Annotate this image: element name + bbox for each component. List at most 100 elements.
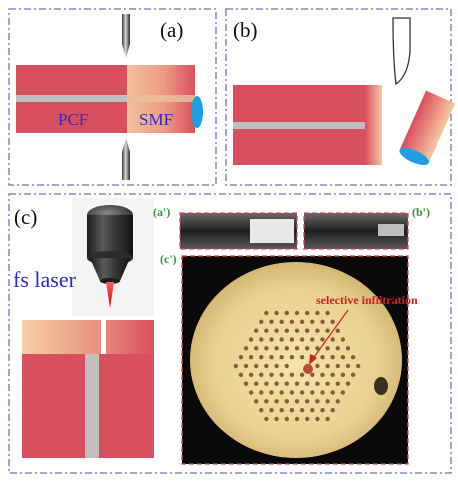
air-hole [289,372,295,377]
air-hole [335,346,340,351]
panel-b: (b) [225,8,456,186]
air-hole [284,310,289,316]
air-hole [289,337,295,342]
air-hole [248,337,254,342]
air-hole [294,328,300,333]
panel-a: PCF SMF (a) [8,8,217,186]
air-hole [248,355,254,360]
air-hole [325,416,330,422]
air-hole [284,416,289,422]
air-hole [330,337,335,342]
air-hole [320,408,325,413]
air-hole [274,328,279,333]
air-hole [335,381,340,386]
air-hole [315,346,320,351]
cleaved-smf-stub [365,85,382,165]
air-hole [299,337,305,342]
air-hole [264,381,269,386]
air-hole [259,337,264,342]
air-hole [340,337,346,342]
air-hole [289,355,295,360]
air-hole [243,381,249,386]
panel-c-border [8,193,452,474]
air-hole [325,346,330,351]
air-hole [289,408,295,413]
air-hole [248,372,254,377]
air-hole-lattice [233,310,361,422]
air-hole [335,399,340,404]
panel-a-border [8,8,217,186]
air-hole [335,328,340,333]
panel-b-label: (b) [233,18,258,42]
air-hole [274,399,279,404]
air-hole [284,363,289,369]
panel-c-prime-label: (c') [160,252,177,266]
panel-b-prime-label: (b') [412,205,430,219]
air-hole [345,363,351,369]
cleaver-blade-icon [392,17,411,86]
air-hole [315,381,320,386]
cleaved-pcf-core [233,122,365,129]
air-hole [310,319,315,324]
air-hole [315,363,320,369]
annotation-arrowhead [309,354,317,365]
air-hole [279,408,284,413]
infiltrated-hole [303,364,313,374]
air-hole [269,408,274,413]
panel-c: (c) fs laser (a') (b') (c') [8,193,452,474]
annotation-arrow [311,309,349,361]
air-hole [264,416,269,422]
air-hole [335,363,340,369]
panel-a-label: (a) [160,18,183,42]
air-hole [284,399,289,404]
air-hole [289,319,295,324]
air-hole [315,310,320,316]
air-hole [330,319,335,324]
air-hole [248,390,254,395]
air-hole [325,310,330,316]
air-hole [284,381,289,386]
panel-b-border [225,8,452,186]
air-hole [340,372,346,377]
air-hole [320,372,325,377]
air-hole [264,328,269,333]
air-hole [299,355,305,360]
air-hole [325,399,330,404]
pcf-core [16,95,127,102]
air-hole [330,390,335,395]
air-hole [345,381,351,386]
air-hole [269,355,274,360]
air-hole [305,399,310,404]
pcf-label: PCF [58,110,88,129]
air-hole [279,355,284,360]
air-hole [345,346,351,351]
air-hole [238,355,244,360]
air-hole [254,381,259,386]
smf-core [127,95,195,102]
air-hole [264,346,269,351]
air-hole [254,346,259,351]
air-hole [264,399,269,404]
air-hole [259,319,264,324]
air-hole [294,310,300,316]
cladding-edge-shadow [374,377,388,395]
air-hole [259,355,264,360]
air-hole [310,408,315,413]
air-hole [284,346,289,351]
air-hole [310,337,315,342]
air-hole [274,310,279,316]
air-hole [254,328,259,333]
air-hole [284,328,289,333]
air-hole [299,408,305,413]
smf-label: SMF [139,110,173,129]
air-hole [274,346,279,351]
air-hole [243,346,249,351]
micro-b-prime-tip [378,224,404,236]
air-hole [320,355,325,360]
air-hole [299,372,305,377]
fs-laser-label: fs laser [13,267,77,292]
air-hole [259,372,264,377]
air-hole [340,355,346,360]
air-hole [274,416,279,422]
